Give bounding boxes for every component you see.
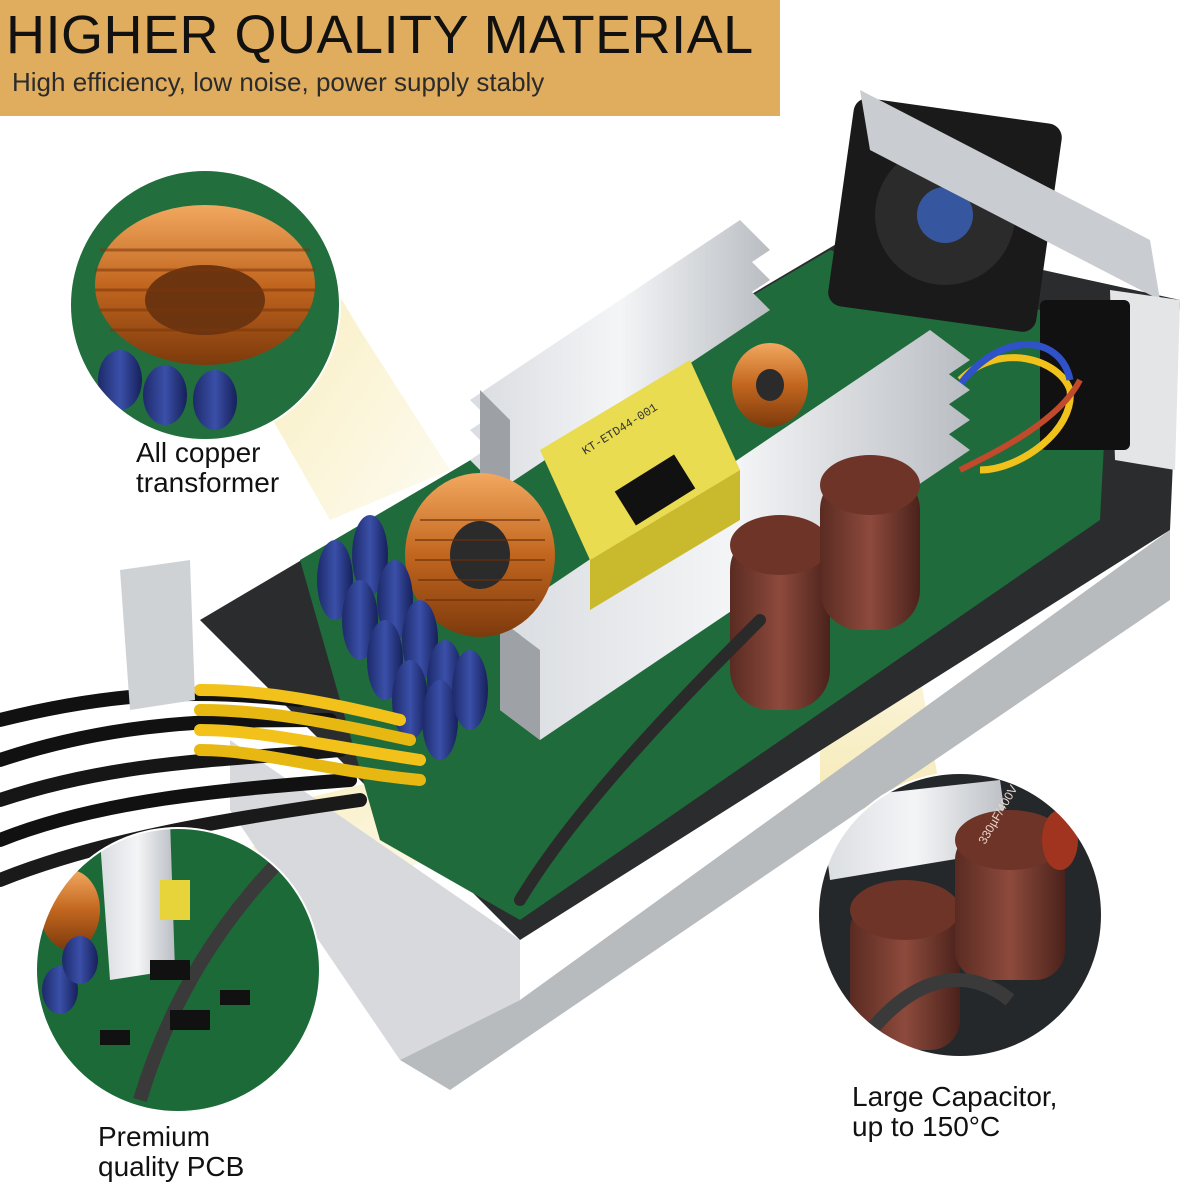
main-transformer: KT-ETD44-001 [540,360,740,610]
callout-copper-transformer: All copper transformer [136,438,279,498]
detail-large-capacitor: 330µF/400V [817,772,1103,1058]
callout-premium-pcb: Premium quality PCB [98,1122,244,1182]
callout-capacitor-line1: Large Capacitor, [852,1081,1058,1112]
callout-capacitor-line2: up to 150°C [852,1111,1001,1142]
callout-pcb-line2: quality PCB [98,1151,245,1182]
bulk-capacitors [730,455,920,710]
case-side-bracket [120,560,195,710]
banner-subtitle: High efficiency, low noise, power supply… [12,67,545,97]
banner-title: HIGHER QUALITY MATERIAL [6,5,754,65]
callout-large-capacitor: Large Capacitor, up to 150°C [852,1082,1057,1142]
output-cables [0,614,766,906]
header-banner: HIGHER QUALITY MATERIAL High efficiency,… [0,0,780,116]
copper-toroid-small [732,343,808,427]
callout-pcb-line1: Premium [98,1121,211,1152]
callout-copper-line1: All copper [136,437,261,468]
copper-toroid-main [405,473,555,637]
output-capacitors [317,515,488,760]
psu-case-bottom-side [400,530,1170,1090]
psu-case-left-wall [230,740,520,1060]
detail-copper-transformer [69,169,341,441]
callout-copper-line2: transformer [136,467,280,498]
case-top-bracket [860,90,1160,300]
